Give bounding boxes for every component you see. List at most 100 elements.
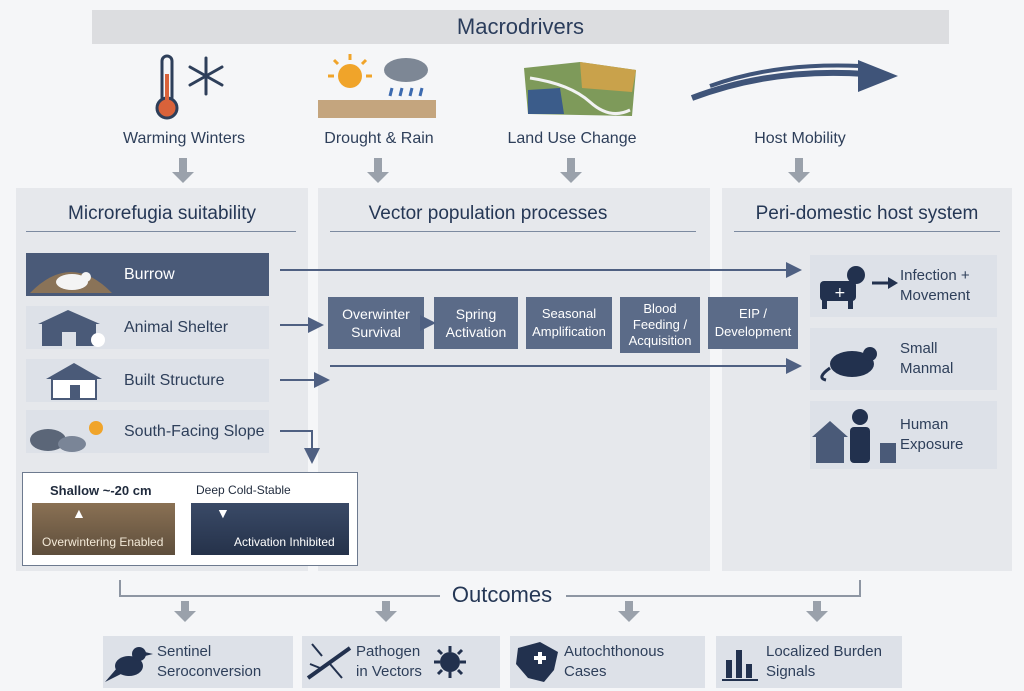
map-icon (524, 62, 636, 116)
item-label: South-Facing Slope (124, 422, 265, 440)
item-burrow: Burrow (26, 253, 269, 296)
up-arrow-icon: ▲ (72, 505, 86, 521)
item-label: Built Structure (124, 371, 225, 389)
item-south-facing-slope: South-Facing Slope (26, 410, 269, 453)
outcomes-title: Outcomes (451, 582, 553, 607)
outcome-localized-burden: Localized Burden Signals (716, 636, 902, 688)
down-arrow-icon (618, 601, 640, 622)
host-label: Infection + Movement (900, 266, 970, 306)
down-arrow-icon (788, 158, 810, 183)
step-line: Amplification (532, 324, 606, 339)
outcome-line: Pathogen (356, 643, 421, 660)
step-line: Feeding / (632, 317, 688, 332)
vector-panel (318, 188, 710, 571)
outcome-line: Signals (766, 663, 816, 680)
step-line: Acquisition (628, 333, 692, 348)
host-line: Small (900, 340, 938, 357)
region-map-icon (516, 642, 558, 682)
host-small-mammal: Small Manmal (810, 328, 997, 390)
item-animal-shelter: Animal Shelter (26, 306, 269, 349)
outcome-line: Autochthonous (564, 643, 665, 660)
outcome-line: Localized Burden (766, 643, 882, 660)
macrodrivers-title: Macrodrivers (92, 10, 949, 44)
bird-icon (105, 647, 153, 682)
outcome-label: Pathogen in Vectors (356, 642, 422, 682)
microrefugia-title: Microrefugia suitability (68, 203, 256, 224)
step-line: Seasonal (541, 306, 597, 321)
step-line: Development (714, 324, 792, 339)
down-arrow-icon (375, 601, 397, 622)
virus-icon (433, 646, 466, 678)
step-seasonal-amplification: Seasonal Amplification (526, 297, 612, 349)
shallow-title: Shallow ~-20 cm (50, 483, 152, 498)
down-arrow-icon (560, 158, 582, 183)
dog-arrow-icon: + (820, 266, 898, 309)
deep-soil (191, 503, 349, 555)
step-line: Spring (455, 306, 497, 322)
divider (734, 231, 1000, 232)
outcome-label: Sentinel Seroconversion (157, 642, 261, 682)
item-label: Burrow (124, 265, 175, 283)
step-overwinter-survival: Overwinter Survival (328, 297, 424, 349)
down-arrow-icon (806, 601, 828, 622)
driver-label: Warming Winters (122, 130, 246, 147)
divider (26, 231, 296, 232)
host-label: Human Exposure (900, 415, 963, 455)
divider (330, 231, 696, 232)
step-line: Overwinter (342, 306, 410, 322)
driver-label: Land Use Change (507, 130, 637, 147)
sun-rain-icon (318, 54, 436, 118)
bar-chart-icon (722, 650, 758, 681)
rocks-sun-icon (30, 420, 103, 452)
host-line: Infection + (900, 267, 970, 284)
host-human-exposure: Human Exposure (810, 401, 997, 469)
outcome-line: Cases (564, 663, 607, 680)
thermometer-snowflake-icon (155, 54, 224, 120)
down-arrow-icon (174, 601, 196, 622)
host-line: Movement (900, 287, 971, 304)
step-line: Activation (445, 324, 507, 340)
step-line: EIP / (739, 306, 767, 321)
host-label: Small Manmal (900, 339, 953, 379)
step-line: Blood (643, 301, 677, 316)
deep-caption: Activation Inhibited (234, 535, 335, 549)
item-label: Animal Shelter (124, 318, 229, 336)
outcome-label: Autochthonous Cases (564, 642, 664, 682)
house-icon (46, 362, 102, 400)
burrow-icon (30, 271, 112, 293)
host-infection-movement: + Infection + Movement (810, 255, 997, 317)
step-line: Survival (351, 324, 401, 340)
outcome-line: Sentinel (157, 643, 212, 660)
person-house-icon (812, 409, 896, 463)
arrow-slope-to-inset (280, 430, 320, 464)
host-title: Peri-domestic host system (755, 203, 979, 224)
svg-text:+: + (834, 285, 846, 301)
deep-title: Deep Cold-Stable (196, 483, 291, 497)
step-blood-feeding: Blood Feeding / Acquisition (620, 297, 700, 353)
driver-label: Host Mobility (754, 130, 846, 147)
mosquito-icon (306, 643, 352, 680)
outcome-autochthonous: Autochthonous Cases (510, 636, 705, 688)
down-arrow-icon (172, 158, 194, 183)
outcome-label: Localized Burden Signals (766, 642, 882, 682)
host-line: Human (900, 416, 949, 433)
host-line: Exposure (900, 436, 964, 453)
shallow-soil (32, 503, 175, 555)
item-built-structure: Built Structure (26, 359, 269, 402)
outcome-sentinel: Sentinel Seroconversion (103, 636, 293, 688)
mouse-icon (820, 347, 877, 382)
step-spring-activation: Spring Activation (434, 297, 518, 349)
motion-arrows-icon (690, 60, 898, 101)
outcome-line: in Vectors (356, 663, 422, 680)
outcome-line: Seroconversion (157, 663, 262, 680)
down-arrow-icon: ▼ (216, 505, 230, 521)
host-line: Manmal (900, 360, 954, 377)
step-eip-development: EIP / Development (708, 297, 798, 349)
down-arrow-icon (367, 158, 389, 183)
outcome-pathogen: Pathogen in Vectors (302, 636, 500, 688)
barn-icon (38, 309, 105, 347)
shallow-caption: Overwintering Enabled (42, 535, 164, 549)
vector-title: Vector population processes (368, 203, 608, 224)
outcomes-bracket (119, 580, 861, 597)
